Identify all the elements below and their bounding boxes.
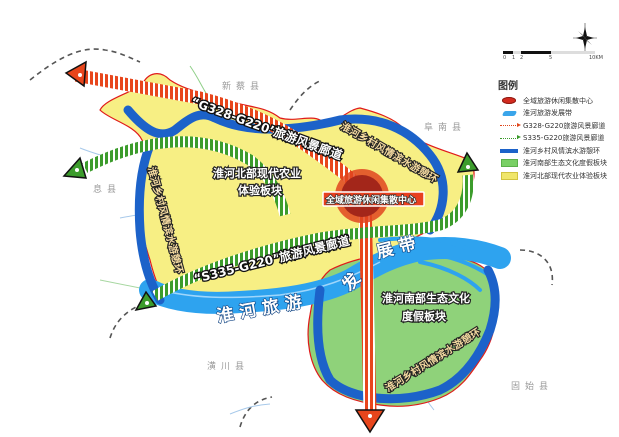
- legend: 图例 全域旅游休闲集散中心 淮河旅游发展带 G328-G220旅游风景廊道 S3…: [498, 77, 618, 183]
- north-zone-label-line2: 体验板块: [238, 183, 283, 197]
- county-label-huangchuan: 潢川县: [207, 360, 249, 372]
- s335-g220-corridor-arc: [82, 136, 291, 217]
- scale-tick-1: 1: [512, 55, 516, 61]
- rural-waterfront-ring: [123, 105, 500, 404]
- legend-item-s335: S335-G220旅游风景廊道: [498, 133, 618, 144]
- compass-icon: [573, 23, 597, 53]
- dashed-boundary-lines: [29, 48, 554, 428]
- huai-river: [139, 237, 511, 314]
- north-zone-label-line1: 淮河北部现代农业: [213, 166, 301, 180]
- hub-icon: [502, 97, 516, 104]
- scale-bar: 0 1 2 5 10KM: [503, 51, 603, 62]
- legend-item-g328: G328-G220旅游风景廊道: [498, 120, 618, 131]
- legend-item-hub: 全域旅游休闲集散中心: [498, 95, 618, 106]
- red-corridor-arrow-icon: [500, 122, 521, 127]
- green-zone-swatch: [500, 159, 518, 167]
- county-label-xixian: 息县: [93, 183, 121, 195]
- scale-tick-0: 0: [503, 55, 507, 61]
- s335-g220-corridor: [152, 174, 474, 301]
- tourism-belt-streaks: [378, 236, 492, 292]
- red-arrow-south-icon: [354, 409, 386, 434]
- green-arrow-southwest-icon: [134, 290, 158, 312]
- yellow-zone-swatch: [500, 171, 518, 180]
- tourism-belt-icon: [501, 110, 517, 116]
- hub-label: 全域旅游休闲集散中心: [325, 194, 416, 206]
- scale-tick-2: 2: [520, 55, 524, 61]
- county-label-funan: 阜南县: [424, 121, 466, 133]
- legend-item-belt: 淮河旅游发展带: [498, 108, 618, 119]
- legend-item-south-zone: 淮河南部生态文化度假板块: [498, 158, 618, 169]
- huai-river-highlight: [159, 261, 381, 299]
- south-zone-label-line1: 淮河南部生态文化: [382, 291, 470, 305]
- scale-tick-10km: 10KM: [589, 55, 603, 61]
- legend-item-north-zone: 淮河北部现代农业体验板块: [498, 170, 618, 181]
- green-arrow-northeast-icon: [456, 151, 480, 173]
- legend-item-ring: 淮河乡村风情滨水游憩环: [498, 145, 618, 156]
- green-corridor-arrow-icon: [500, 135, 521, 139]
- red-arrow-northwest-icon: [64, 60, 87, 88]
- green-arrow-west-icon: [62, 156, 88, 179]
- legend-title: 图例: [498, 81, 518, 92]
- county-label-xincai: 新蔡县: [222, 80, 264, 92]
- south-zone-label-line2: 度假板块: [402, 309, 447, 323]
- scale-tick-5: 5: [549, 55, 553, 61]
- blue-ring-icon: [500, 148, 518, 153]
- county-label-gushi: 固始县: [511, 380, 553, 392]
